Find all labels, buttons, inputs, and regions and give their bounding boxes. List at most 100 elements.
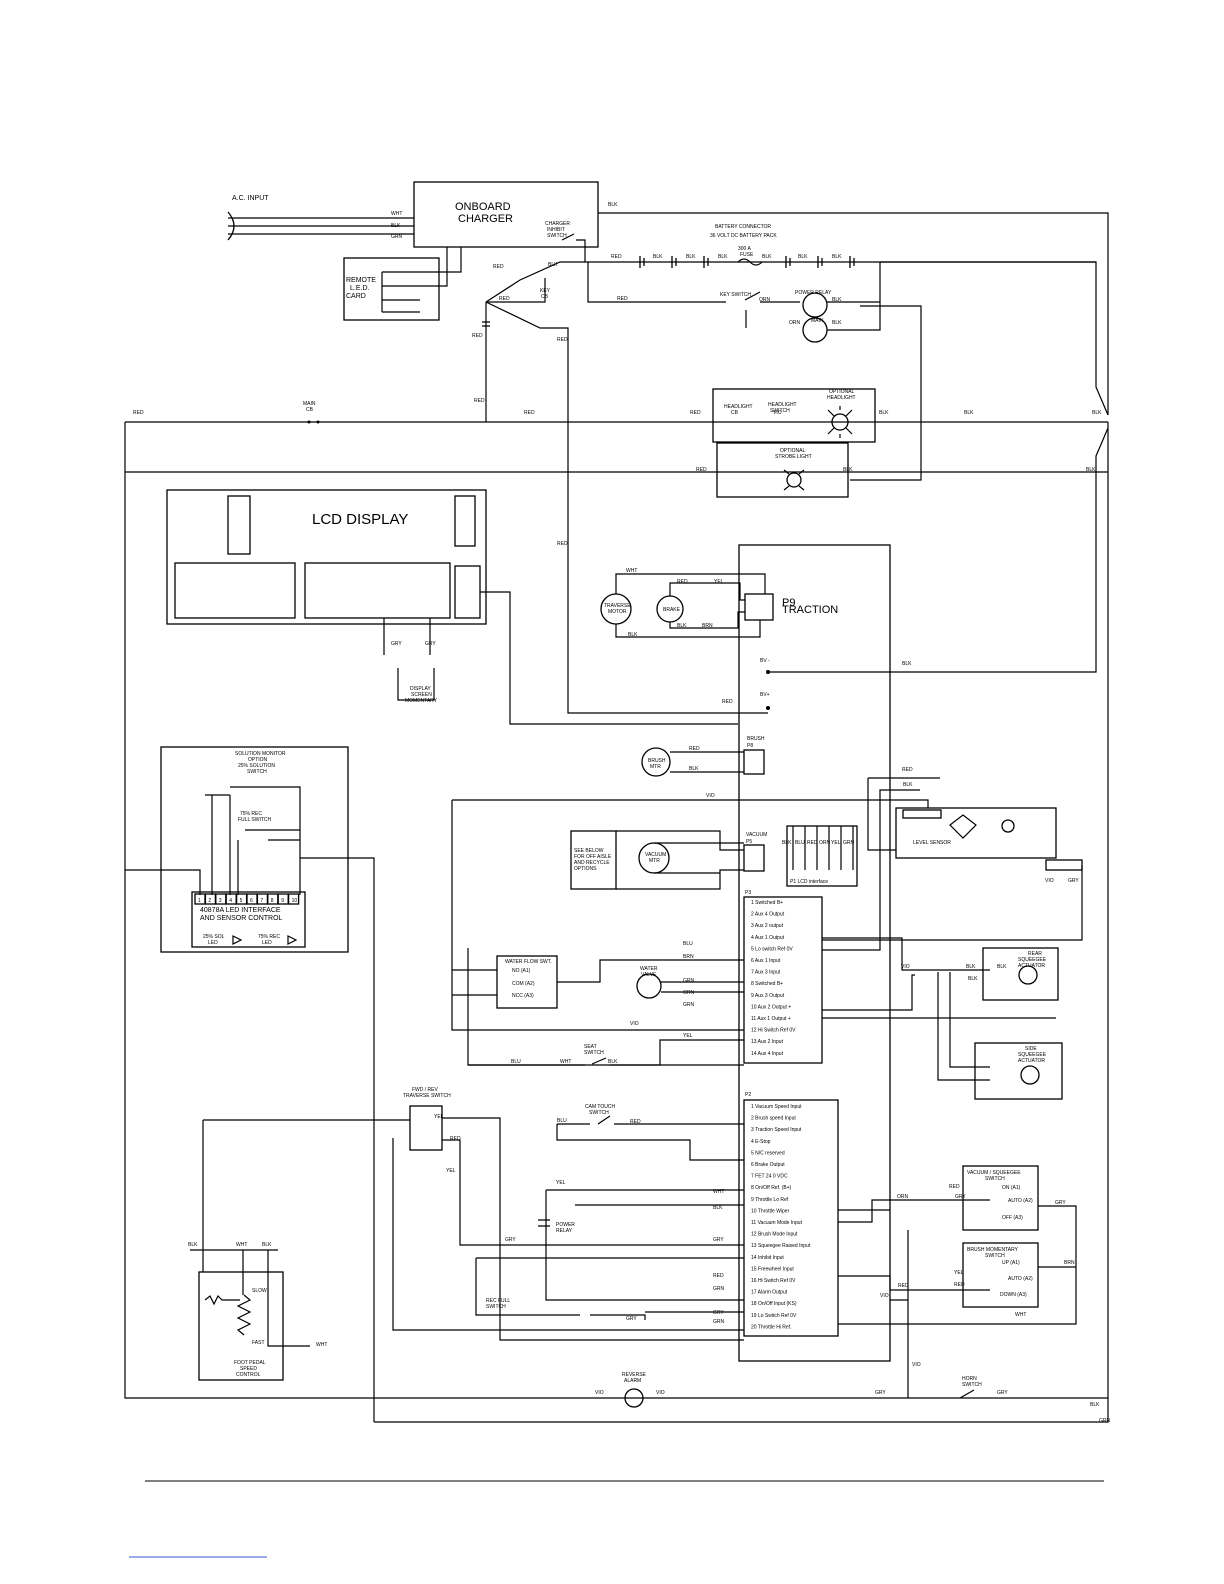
p2-pin: 10 Throttle Wiper <box>751 1208 790 1214</box>
svg-text:SWITCH: SWITCH <box>247 769 267 775</box>
wire-color-label: BLK <box>608 202 618 208</box>
wire-color-label: ORN <box>789 320 801 326</box>
wire-color-label: BLK <box>548 262 558 268</box>
wire-color-label: GRY <box>626 1316 637 1322</box>
wire-color-label: YEL <box>683 1033 693 1039</box>
p2-pin: 9 Throttle Lo Ref <box>751 1197 789 1203</box>
wire-color-label: RED <box>898 1283 909 1289</box>
svg-text:MAIN: MAIN <box>303 401 316 407</box>
led-pin-number: 6 <box>250 898 253 904</box>
svg-text:P3: P3 <box>745 890 751 896</box>
svg-text:GRN: GRN <box>843 840 855 846</box>
wire-color-label: YEL <box>446 1168 456 1174</box>
svg-text:VALVE: VALVE <box>641 972 657 978</box>
traction-motors: TRAVERSE MOTOR BRAKE <box>600 573 766 638</box>
traction-label: TRACTION <box>782 604 838 616</box>
wire-color-label: RED <box>474 398 485 404</box>
onboard-charger: ONBOARD CHARGER CHARGER INHIBIT SWITCH <box>413 181 599 263</box>
wire-color-label: GRY <box>713 1310 724 1316</box>
led-pin-number: 10 <box>292 898 298 904</box>
svg-text:MTR: MTR <box>649 858 660 864</box>
led-pin-number: 5 <box>240 898 243 904</box>
wire-color-label: BLK <box>188 1242 198 1248</box>
wire-color-label: RED <box>677 579 688 585</box>
wire-color-label: ORN <box>897 1194 909 1200</box>
wire-color-label: RED <box>902 767 913 773</box>
wire-color-label: BLU <box>683 941 693 947</box>
p2-pin: 2 Brush speed Input <box>751 1116 796 1122</box>
p2-pin: 20 Throttle Hi Ref. <box>751 1324 791 1330</box>
wire-color-label: GRN <box>713 1319 725 1325</box>
svg-text:LED: LED <box>208 940 218 946</box>
led-pin-number: 8 <box>271 898 274 904</box>
svg-text:AUTO (A2): AUTO (A2) <box>1008 1276 1033 1282</box>
wire-color-label: GRY <box>391 641 402 647</box>
wire-color-label: ORN <box>683 990 695 996</box>
ac-input-label: A.C. INPUT <box>232 195 269 202</box>
wire-color-label: GRN <box>683 1002 695 1008</box>
svg-text:25% SOL: 25% SOL <box>203 934 225 940</box>
wire-color-label: YEL <box>954 1270 964 1276</box>
svg-text:HEADLIGHT: HEADLIGHT <box>768 402 797 408</box>
wire-color-label: RED <box>450 1136 461 1142</box>
wire-color-label: VIO <box>1045 878 1054 884</box>
wire-color-label: RED <box>133 410 144 416</box>
p2-pin: 18 On/Off Input (KS) <box>751 1301 797 1307</box>
wire-color-label: GRN <box>713 1286 725 1292</box>
wire-color-label: RED <box>949 1184 960 1190</box>
svg-text:OPTIONS: OPTIONS <box>574 866 597 872</box>
wire-color-label: BLK <box>718 254 728 260</box>
svg-text:SWITCH: SWITCH <box>486 1304 506 1310</box>
svg-text:P8: P8 <box>747 743 753 749</box>
svg-text:NCC (A3): NCC (A3) <box>512 993 534 999</box>
svg-text:P2: P2 <box>745 1092 751 1098</box>
wire-color-label: BLK <box>879 410 889 416</box>
svg-text:OFF (A3): OFF (A3) <box>1002 1215 1023 1221</box>
svg-text:SOLUTION MONITOR: SOLUTION MONITOR <box>235 751 286 757</box>
led-pin-number: 1 <box>198 898 201 904</box>
svg-text:RED: RED <box>807 840 818 846</box>
wire-color-label: RED <box>722 699 733 705</box>
wire-color-label: GRY <box>1055 1200 1066 1206</box>
svg-text:ACTUATOR: ACTUATOR <box>1018 1058 1045 1064</box>
wire-color-label: VIO <box>880 1293 889 1299</box>
svg-text:HEADLIGHT: HEADLIGHT <box>724 404 753 410</box>
svg-text:TRAVERSE SWITCH: TRAVERSE SWITCH <box>403 1093 451 1099</box>
svg-text:FOR OFF AISLE: FOR OFF AISLE <box>574 854 612 860</box>
battery-cells <box>639 256 855 268</box>
wire-color-label: WHT <box>1015 1312 1026 1318</box>
led-pin-number: 2 <box>208 898 211 904</box>
svg-text:SEE BELOW: SEE BELOW <box>574 848 604 854</box>
p2-pin: 3 Traction Speed Input <box>751 1127 802 1133</box>
wire-color-label: GRY <box>955 1194 966 1200</box>
svg-text:WATER FLOW SWT.: WATER FLOW SWT. <box>505 959 552 965</box>
svg-text:BRUSH MOMENTARY: BRUSH MOMENTARY <box>967 1247 1019 1253</box>
brush-connector: BRUSH MTR BRUSH P8 <box>641 736 765 777</box>
wire-color-label: RED <box>524 410 535 416</box>
svg-text:YEL: YEL <box>831 840 841 846</box>
svg-text:ALARM: ALARM <box>624 1378 641 1384</box>
svg-text:REC FULL: REC FULL <box>486 1298 510 1304</box>
power-section: MAIN POWER RELAY KEY SWITCH KEY CB <box>482 261 881 714</box>
p2-pin: 15 Freewheel Input <box>751 1266 794 1272</box>
wire-color-label: BLK <box>968 976 978 982</box>
wire-color-label: BLK <box>843 467 853 473</box>
wire-color-label: WHT <box>316 1342 327 1348</box>
p3-pin: 10 Aux 2 Output + <box>751 1004 791 1010</box>
svg-text:LEVEL SENSOR: LEVEL SENSOR <box>913 840 951 846</box>
svg-text:SQUEEGEE: SQUEEGEE <box>1018 957 1047 963</box>
wire-color-label: RED <box>617 296 628 302</box>
wire-color-label: RED <box>696 467 707 473</box>
p3-pin: 2 Aux 4 Output <box>751 912 785 918</box>
svg-text:FULL SWITCH: FULL SWITCH <box>238 817 272 823</box>
wire-color-label: VIO <box>656 1390 665 1396</box>
svg-text:CB: CB <box>541 294 549 300</box>
wire-color-label: RED <box>690 410 701 416</box>
svg-text:TRAVERSE: TRAVERSE <box>604 603 631 609</box>
svg-text:SWITCH: SWITCH <box>547 233 567 239</box>
svg-text:NO (A1): NO (A1) <box>512 968 531 974</box>
